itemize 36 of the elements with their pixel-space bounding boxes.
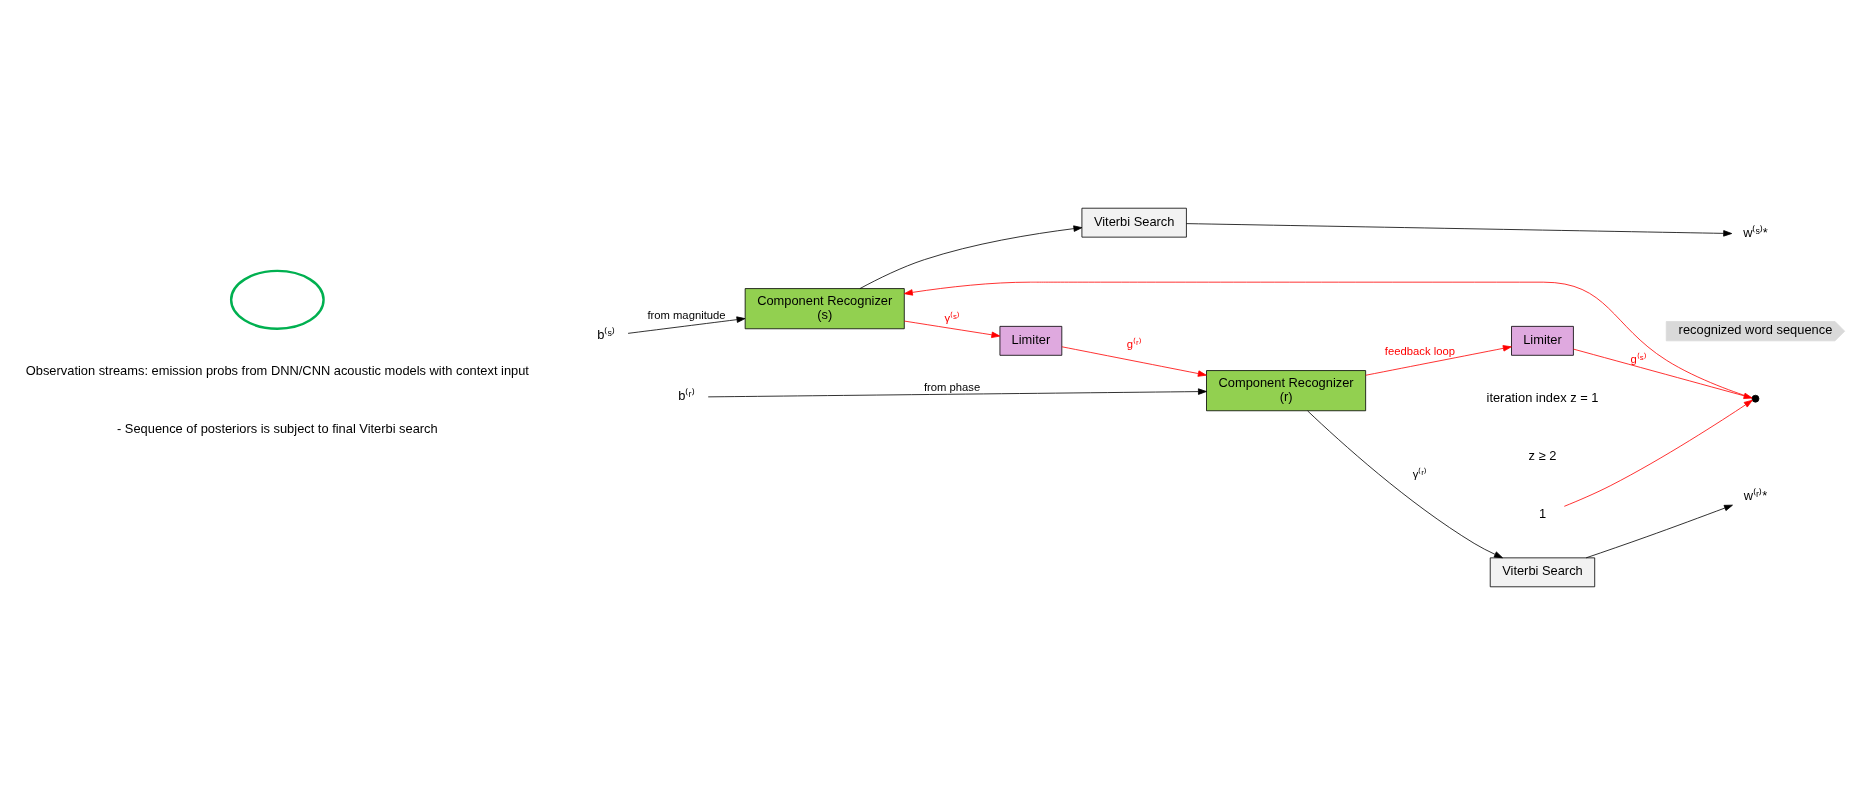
node-box: Component Recognizer (r) xyxy=(1206,370,1367,412)
node-text: b⁽ʳ⁾ xyxy=(678,388,695,404)
edge-label: γ⁽ʳ⁾ xyxy=(1412,468,1428,481)
arrow xyxy=(904,281,1753,399)
arrow xyxy=(1573,348,1753,399)
edge-label: g⁽ʳ⁾ xyxy=(1126,338,1142,351)
node-cloud xyxy=(229,269,325,330)
edge-label: γ⁽ˢ⁾ xyxy=(944,311,960,324)
arrow xyxy=(1585,504,1733,559)
edge-label: from phase xyxy=(923,380,981,393)
node-text: w⁽ʳ⁾* xyxy=(1743,487,1768,503)
label: Observation streams: emission probs from DNN/CNN acoustic models with context input xyxy=(25,363,529,379)
node-text: 1 xyxy=(1538,505,1547,521)
node-box: Component Recognizer (s) xyxy=(744,288,905,330)
edge-label: feedback loop xyxy=(1384,344,1455,357)
arrow xyxy=(1307,410,1503,559)
node-text: b⁽ˢ⁾ xyxy=(597,327,615,343)
arrow xyxy=(1061,346,1207,377)
node-box: Limiter xyxy=(1511,325,1574,356)
node-text: w⁽ˢ⁾* xyxy=(1743,224,1768,240)
arrow xyxy=(1563,399,1753,507)
edge-label: g⁽ˢ⁾ xyxy=(1630,352,1647,365)
label: - Sequence of posteriors is subject to final Viterbi search xyxy=(117,421,438,437)
node-switch xyxy=(1751,394,1760,403)
arrow xyxy=(903,320,1001,338)
arrow xyxy=(1365,345,1512,376)
arrow xyxy=(707,388,1207,398)
arrow xyxy=(1186,223,1733,237)
node-box: Viterbi Search xyxy=(1489,557,1596,588)
node-box: Viterbi Search xyxy=(1081,207,1187,238)
node-label: z ≥ 2 xyxy=(1528,447,1557,463)
arrow xyxy=(627,316,746,334)
node-label: iteration index z = 1 xyxy=(1486,389,1599,405)
edge-label: from magnitude xyxy=(647,308,726,321)
node-box: Limiter xyxy=(999,325,1063,356)
arrow xyxy=(859,225,1083,289)
